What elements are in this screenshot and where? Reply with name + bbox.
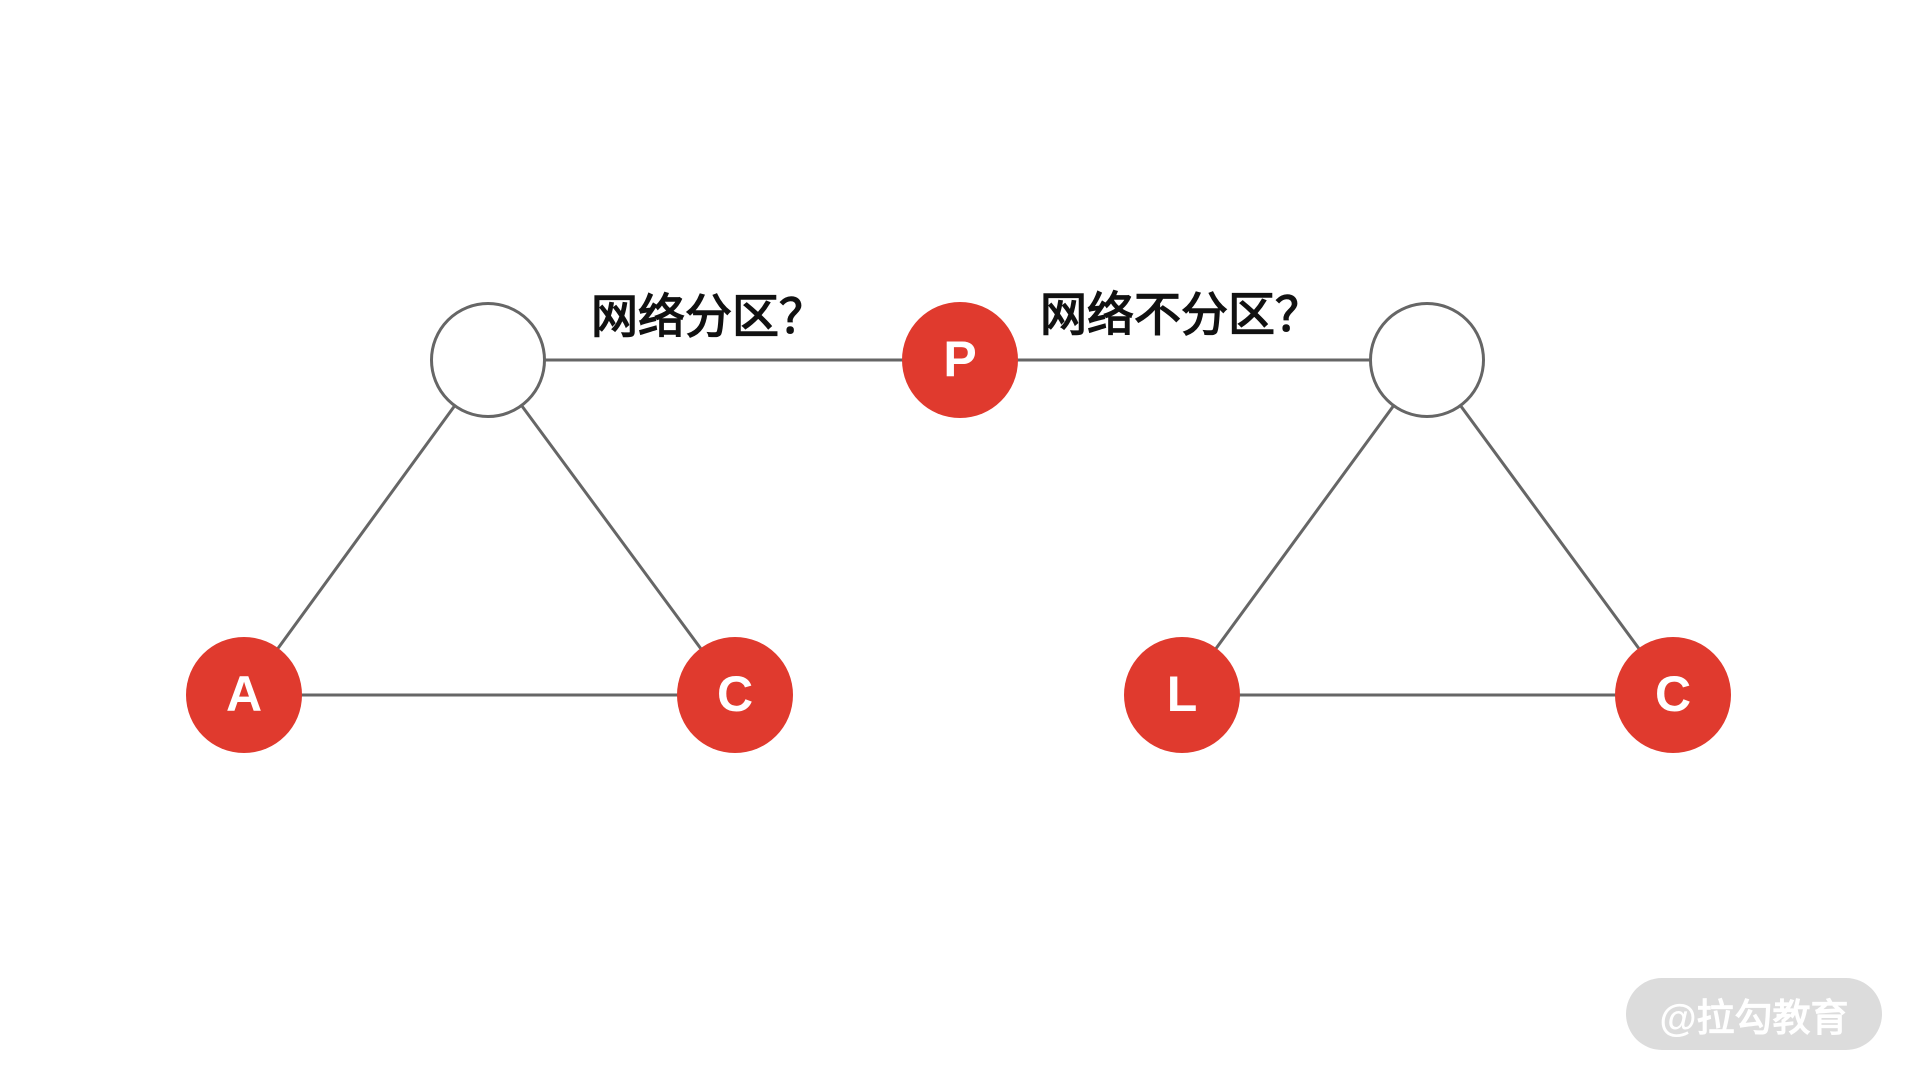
node-left-top-empty — [430, 302, 546, 418]
node-latency: L — [1124, 637, 1240, 753]
watermark-badge: @拉勾教育 — [1626, 978, 1882, 1050]
label-network-no-partition-question: 网络不分区？ — [1040, 288, 1322, 341]
node-latency-label: L — [1166, 666, 1198, 722]
node-consistency-left: C — [677, 637, 793, 753]
node-consistency-left-label: C — [716, 666, 754, 722]
edge-righttop-l — [1180, 359, 1429, 696]
watermark-text: @拉勾教育 — [1659, 997, 1849, 1040]
label-network-partition-question: 网络分区？ — [591, 290, 826, 343]
node-consistency-right-label: C — [1654, 666, 1692, 722]
edge-lefttop-a — [242, 359, 490, 696]
edge-righttop-c2 — [1425, 359, 1675, 696]
edge-lefttop-c1 — [486, 359, 737, 696]
node-consistency-right: C — [1615, 637, 1731, 753]
node-partition-label: P — [943, 331, 977, 387]
node-availability: A — [186, 637, 302, 753]
node-partition: P — [902, 302, 1018, 418]
node-availability-label: A — [225, 666, 263, 722]
node-right-top-empty — [1369, 302, 1485, 418]
